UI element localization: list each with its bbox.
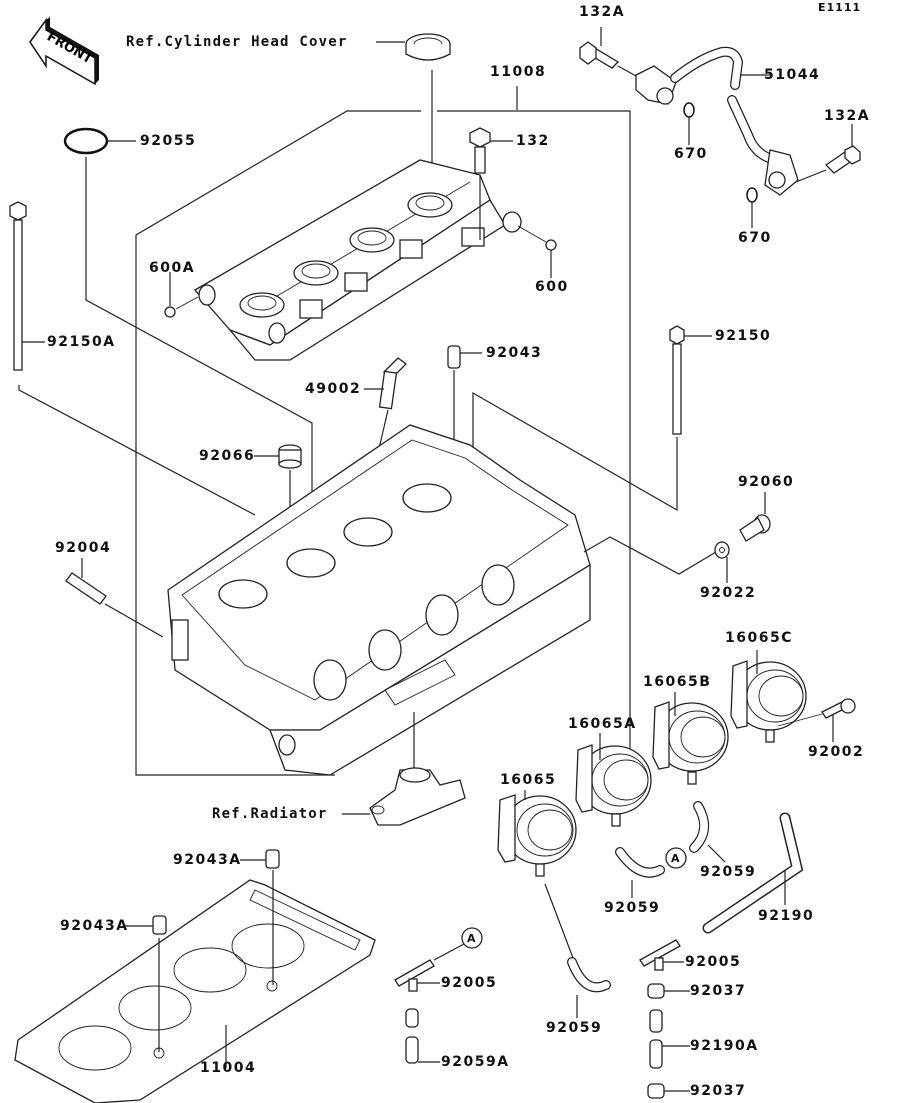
holder-16065c [730, 650, 807, 743]
washer-92022 [583, 536, 730, 583]
part-label-11008[interactable]: 11008 [490, 64, 547, 80]
joint-92005-b [639, 939, 684, 971]
part-label-132a-top[interactable]: 132A [579, 4, 626, 20]
ref-radiator[interactable]: Ref.Radiator [212, 806, 328, 822]
part-label-92043a-lower[interactable]: 92043A [60, 918, 129, 934]
part-label-92043a-upper[interactable]: 92043A [173, 852, 242, 868]
diagram-code: E1111 [818, 1, 862, 14]
part-label-92005-a[interactable]: 92005 [441, 975, 498, 991]
part-label-16065c[interactable]: 16065C [725, 630, 793, 646]
part-label-92059-a[interactable]: 92059 [604, 900, 661, 916]
head-gasket-11004 [14, 879, 376, 1103]
oring-670-a [683, 102, 695, 118]
part-label-92059-c[interactable]: 92059 [546, 1020, 603, 1036]
part-label-92060[interactable]: 92060 [738, 474, 795, 490]
cylinder-head [167, 424, 591, 776]
part-label-16065b[interactable]: 16065B [643, 674, 712, 690]
part-label-92190a[interactable]: 92190A [690, 1038, 759, 1054]
part-label-11004[interactable]: 11004 [200, 1060, 257, 1076]
part-label-92043[interactable]: 92043 [486, 345, 543, 361]
oring-92055 [63, 127, 109, 155]
part-label-132[interactable]: 132 [516, 133, 550, 149]
part-label-92150a[interactable]: 92150A [47, 334, 116, 350]
part-label-92066[interactable]: 92066 [199, 448, 256, 464]
part-label-92190[interactable]: 92190 [758, 908, 815, 924]
part-label-92022[interactable]: 92022 [700, 585, 757, 601]
part-label-92059-b[interactable]: 92059 [700, 864, 757, 880]
clamp-92037-b [647, 1083, 690, 1099]
part-label-132a-right[interactable]: 132A [824, 108, 871, 124]
hose-92190a [649, 1009, 690, 1069]
part-label-670-a[interactable]: 670 [674, 146, 708, 162]
part-label-92004[interactable]: 92004 [55, 540, 112, 556]
part-label-92037-b[interactable]: 92037 [690, 1083, 747, 1099]
callout-a-circle-upper [665, 847, 687, 869]
part-600a-ball [164, 306, 176, 318]
hose-92059a [405, 1008, 440, 1064]
part-label-92037-a[interactable]: 92037 [690, 983, 747, 999]
part-label-92150[interactable]: 92150 [715, 328, 772, 344]
part-label-670-b[interactable]: 670 [738, 230, 772, 246]
camshaft-holder-box-lines [135, 86, 631, 776]
part-label-92055[interactable]: 92055 [140, 133, 197, 149]
part-label-49002[interactable]: 49002 [305, 381, 362, 397]
part-label-92002[interactable]: 92002 [808, 744, 865, 760]
screw-92002 [777, 698, 856, 742]
part-label-92005-b[interactable]: 92005 [685, 954, 742, 970]
ref-cylinder-head-cover[interactable]: Ref.Cylinder Head Cover [126, 34, 348, 50]
clamp-92037-a [647, 983, 690, 999]
holder-16065a [575, 733, 652, 827]
dowel-92043a-upper [240, 849, 280, 985]
cylinder-head-cover-plug [405, 33, 451, 168]
callout-a-upper: A [671, 852, 682, 865]
part-label-600[interactable]: 600 [535, 279, 569, 295]
camshaft-holder [193, 159, 522, 361]
oring-670-b [746, 187, 758, 203]
bolt-92150a [9, 201, 256, 516]
part-label-51044[interactable]: 51044 [764, 67, 821, 83]
part-label-600a[interactable]: 600A [149, 260, 196, 276]
part-600-ball [545, 239, 557, 251]
part-label-16065a[interactable]: 16065A [568, 716, 637, 732]
holder-16065b [652, 692, 729, 785]
bolt-92060 [739, 492, 771, 542]
radiator-fitting [342, 712, 466, 826]
holder-16065 [497, 790, 577, 877]
callout-a-lower: A [467, 932, 478, 945]
dowel-92043 [447, 345, 461, 369]
part-label-92059a[interactable]: 92059A [441, 1054, 510, 1070]
stud-92004 [65, 558, 164, 638]
front-arrow-icon: FRONT [29, 17, 99, 86]
dowel-92043a-lower [124, 915, 167, 1052]
pipe-51044 [579, 27, 861, 196]
bolt-92150 [472, 325, 712, 512]
callout-a-circle-lower [461, 927, 483, 949]
bolt-132 [469, 127, 513, 240]
part-label-16065[interactable]: 16065 [500, 772, 557, 788]
joint-92005-a [394, 959, 440, 992]
